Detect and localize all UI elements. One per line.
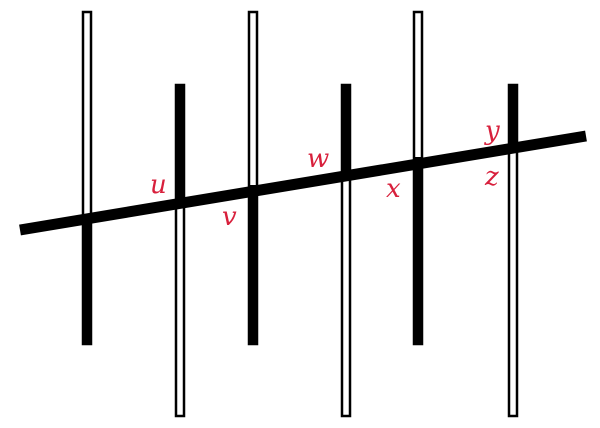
angle-label-w: w	[307, 144, 329, 174]
angle-label-z: z	[484, 162, 499, 192]
angle-labels: u v w x y z	[150, 116, 500, 232]
solid-lines	[82, 85, 518, 345]
angle-label-u: u	[150, 170, 167, 200]
transversal-line	[19, 130, 587, 236]
angle-label-x: x	[386, 174, 401, 204]
angle-label-y: y	[484, 116, 500, 146]
angle-label-v: v	[222, 202, 237, 232]
